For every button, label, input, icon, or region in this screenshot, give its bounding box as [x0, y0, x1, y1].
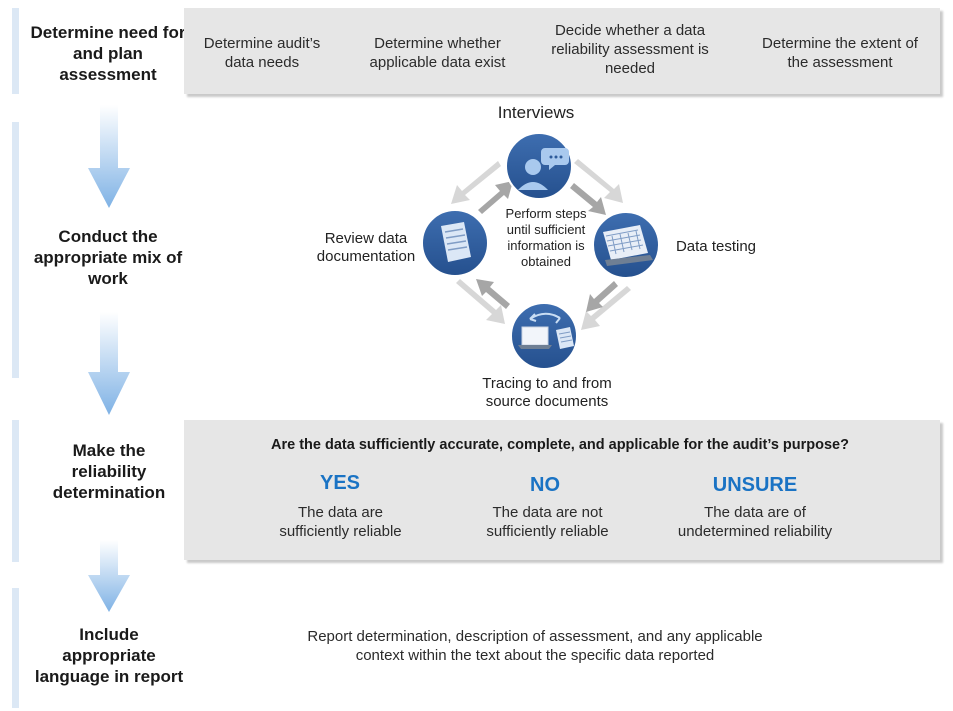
plan-panel	[184, 8, 940, 94]
down-arrow-icon	[88, 312, 130, 415]
plan-task: Decide whether a data reliability assess…	[551, 22, 709, 77]
plan-task: Determine the extent of the assessment	[762, 35, 918, 71]
interviews-label: Interviews	[497, 103, 575, 122]
step-label-plan: Determine need for and plan assessment	[30, 23, 186, 84]
step-label-report: Include appropriate language in report	[34, 625, 184, 686]
cycle-center-text: Perform steps until sufficient informati…	[505, 206, 587, 269]
interviews-icon	[505, 132, 573, 200]
timeline-bar-plan	[12, 8, 19, 94]
report-text: Report determination, description of ass…	[307, 628, 763, 664]
down-arrow-icon	[88, 105, 130, 208]
review-docs-label: Review data documentation	[316, 230, 416, 265]
tracing-label: Tracing to and from source documents	[482, 375, 612, 410]
unsure-description: The data are of undetermined reliability	[677, 504, 833, 540]
down-arrow-icon	[88, 540, 130, 612]
no-label: NO	[530, 474, 560, 496]
plan-task: Determine whether applicable data exist	[369, 35, 506, 71]
step-label-conduct: Conduct the appropriate mix of work	[33, 227, 183, 288]
determination-panel	[184, 420, 940, 560]
tracing-icon	[510, 302, 578, 370]
no-description: The data are not sufficiently reliable	[486, 504, 609, 540]
data-testing-label: Data testing	[675, 238, 757, 255]
step-label-determine: Make the reliability determination	[52, 441, 166, 502]
data-testing-icon	[592, 211, 660, 279]
unsure-label: UNSURE	[712, 474, 798, 496]
timeline-bar-determine	[12, 420, 19, 562]
timeline-bar-report	[12, 588, 19, 708]
yes-label: YES	[319, 472, 361, 494]
cycle-arrows	[451, 159, 631, 330]
plan-task: Determine audit’s data needs	[203, 35, 321, 71]
documentation-icon	[421, 209, 489, 277]
determination-question: Are the data sufficiently accurate, comp…	[271, 437, 849, 453]
timeline-bar-conduct	[12, 122, 19, 378]
yes-description: The data are sufficiently reliable	[279, 504, 402, 540]
